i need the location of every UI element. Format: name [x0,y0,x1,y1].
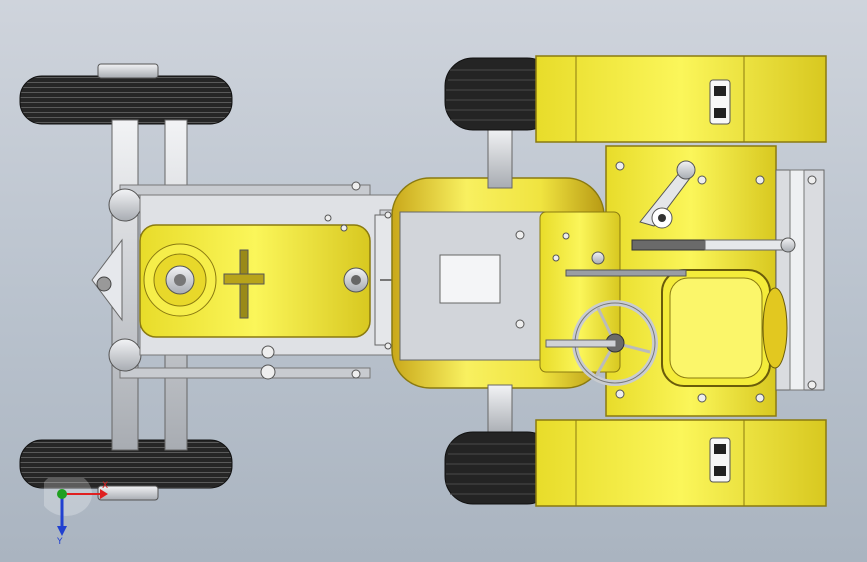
triad-y-label: Y [56,537,63,547]
y-axis-dot [57,489,67,499]
axis-triad: X Y [44,478,108,547]
rear-wheel-bottom[interactable] [444,419,827,507]
z-axis-arrow [57,526,67,536]
front-hood-plate[interactable] [139,224,371,338]
steering-wheel[interactable] [545,300,658,386]
front-wheel-top[interactable] [19,63,233,125]
linkage-gear [565,237,796,277]
control-lever[interactable] [639,160,696,229]
x-axis-arrow [100,489,108,499]
front-wheel-bottom[interactable] [19,439,233,501]
bolts [260,161,817,403]
driver-seat[interactable] [661,269,788,387]
triad-x-label: X [102,481,108,491]
rear-wheel-top[interactable] [444,55,827,143]
rear-axle [487,127,513,436]
